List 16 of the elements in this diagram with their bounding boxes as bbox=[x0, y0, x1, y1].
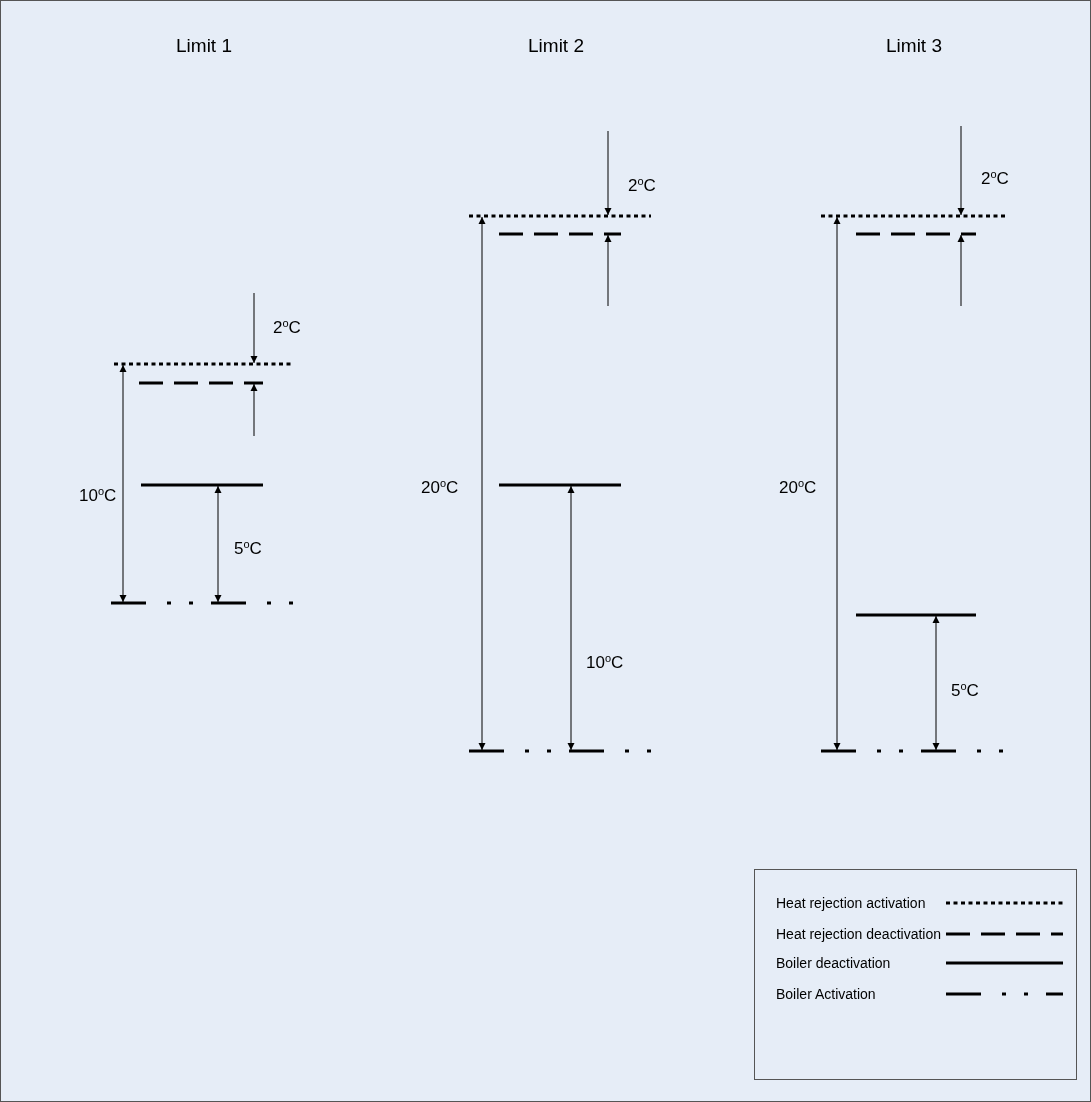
legend-label: Heat rejection activation bbox=[776, 895, 926, 911]
column-heading: Limit 2 bbox=[528, 35, 584, 57]
dimension-label: 2$^{o}$C bbox=[273, 318, 301, 338]
dimension-label: 10$^{o}$C bbox=[586, 653, 624, 673]
legend-label: Heat rejection deactivation bbox=[776, 926, 941, 942]
column-heading: Limit 3 bbox=[886, 35, 942, 57]
dimension-label: 10$^{o}$C bbox=[79, 486, 117, 506]
dimension-label: 20$^{o}$C bbox=[421, 478, 459, 498]
legend-label: Boiler Activation bbox=[776, 986, 876, 1002]
dimension-label: 2$^{o}$C bbox=[628, 176, 656, 196]
column-heading: Limit 1 bbox=[176, 35, 232, 57]
dimension-label: 5$^{o}$C bbox=[234, 539, 262, 559]
dimension-label: 2$^{o}$C bbox=[981, 169, 1009, 189]
dimension-label: 5$^{o}$C bbox=[951, 681, 979, 701]
legend-label: Boiler deactivation bbox=[776, 955, 891, 971]
dimension-label: 20$^{o}$C bbox=[779, 478, 817, 498]
